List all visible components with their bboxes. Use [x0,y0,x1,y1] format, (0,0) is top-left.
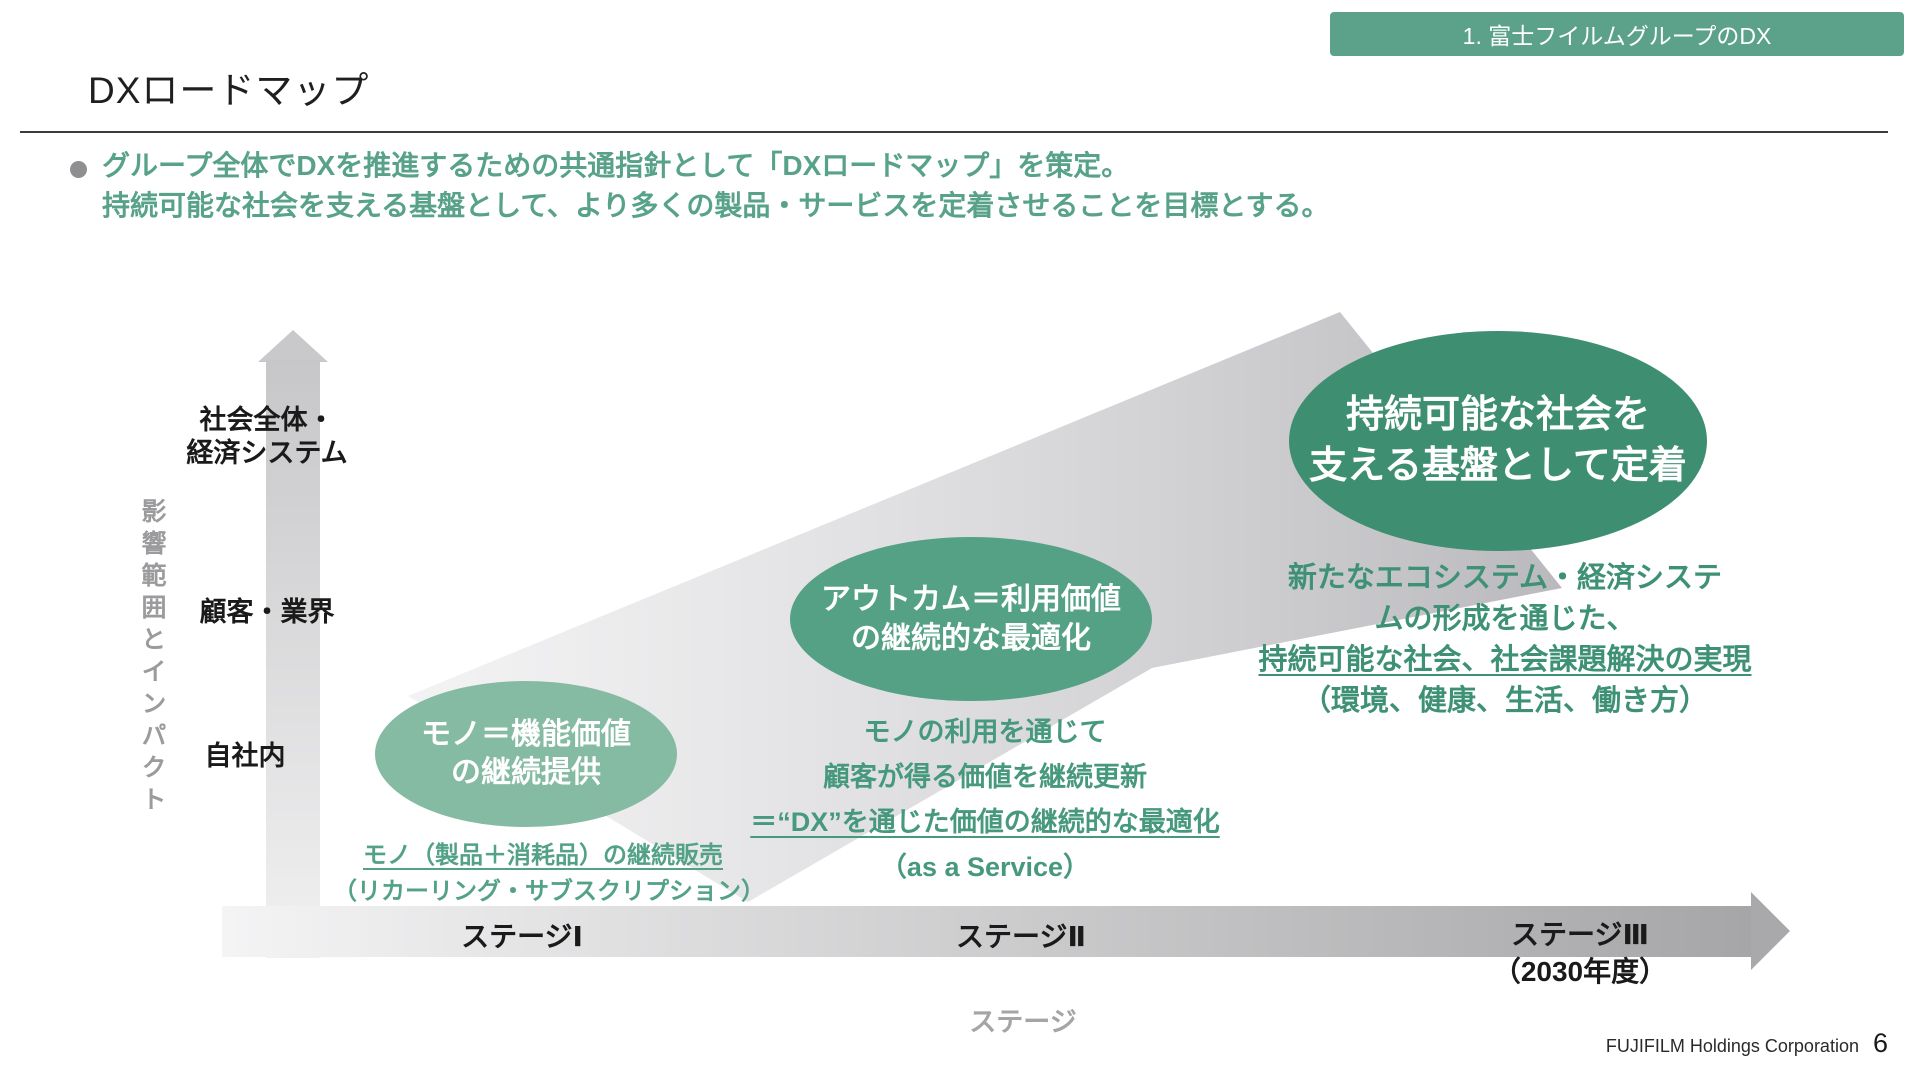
stage1-note: モノ（製品＋消耗品）の継続販売 （リカーリング・サブスクリプション） [333,838,765,910]
stage3-bubble-line1: 持続可能な社会を [1345,394,1650,436]
stage3-bubble: 持続可能な社会を 支える基盤として定着 [1289,331,1707,551]
stage2-bubble: アウトカム＝利用価値 の継続的な最適化 [790,537,1152,701]
stage2-bubble-line1: アウトカム＝利用価値 [821,583,1121,616]
footer: FUJIFILM Holdings Corporation 6 [1538,1028,1888,1059]
stage2-note: モノの利用を通じて 顧客が得る価値を継続更新 ＝“DX”を通じた価値の継続的な最… [715,710,1255,890]
stage3-note-line1: 新たなエコシステム・経済システ [1287,562,1723,594]
x-stage-3-label: ステージⅢ [1511,919,1649,950]
stage3-note-line4: （環境、健康、生活、働き方） [1301,685,1708,717]
y-level-internal: 自社内 [204,741,286,771]
stage2-note-line3: ＝“DX”を通じた価値の継続的な最適化 [750,807,1220,837]
y-axis-arrow-head [258,330,328,362]
section-tag-badge: 1. 富士フイルムグループのDX [1330,12,1904,56]
stage1-note-line2: （リカーリング・サブスクリプション） [333,878,765,905]
summary-line-1: グループ全体でDXを推進するための共通指針として「DXロードマップ」を策定。 [102,150,1130,181]
stage1-bubble-line1: モノ＝機能価値 [421,718,631,751]
stage3-bubble-line2: 支える基盤として定着 [1309,445,1687,487]
x-stage-3-sublabel: （2030年度） [1492,956,1668,987]
footer-page-number: 6 [1872,1028,1888,1058]
x-axis-caption: ステージ [969,1007,1077,1037]
stage3-note-line2: ムの形成を通じた、 [1374,603,1636,635]
y-level-society-line2: 経済システム [186,438,348,468]
summary-text: グループ全体でDXを推進するための共通指針として「DXロードマップ」を策定。 持… [102,146,1330,226]
x-stage-2-label: ステージⅡ [956,921,1086,952]
summary-line-2: 持続可能な社会を支える基盤として、より多くの製品・サービスを定着させることを目標… [102,190,1330,221]
x-stage-1-label: ステージⅠ [461,921,583,952]
stage2-note-line1: モノの利用を通じて [863,717,1107,747]
footer-company: FUJIFILM Holdings Corporation [1605,1036,1859,1056]
y-level-customers: 顧客・業界 [199,597,335,627]
section-tag-label: 1. 富士フイルムグループのDX [1462,23,1772,49]
stage2-bubble-line2: の継続的な最適化 [851,622,1091,655]
x-axis-arrow-shaft [222,906,1751,957]
page-title: DXロードマップ [88,70,370,111]
bullet-icon [70,161,87,178]
y-level-society: 社会全体・ 経済システム [177,404,357,470]
stage3-note-line3: 持続可能な社会、社会課題解決の実現 [1258,644,1752,676]
stage3-note: 新たなエコシステム・経済システ ムの形成を通じた、 持続可能な社会、社会課題解決… [1235,558,1775,722]
title-divider [20,131,1888,133]
y-axis-arrow-shaft [266,360,320,958]
y-axis-title: 影響範囲とインパクト [138,498,166,818]
stage1-bubble-line2: の継続提供 [451,756,601,789]
stage1-bubble: モノ＝機能価値 の継続提供 [375,681,677,827]
stage2-note-line4: （as a Service） [879,852,1091,882]
stage2-note-line2: 顧客が得る価値を継続更新 [823,762,1147,792]
y-level-society-line1: 社会全体・ [199,405,335,435]
stage1-note-line1: モノ（製品＋消耗品）の継続販売 [363,842,723,869]
x-axis-arrow-head [1751,892,1790,970]
